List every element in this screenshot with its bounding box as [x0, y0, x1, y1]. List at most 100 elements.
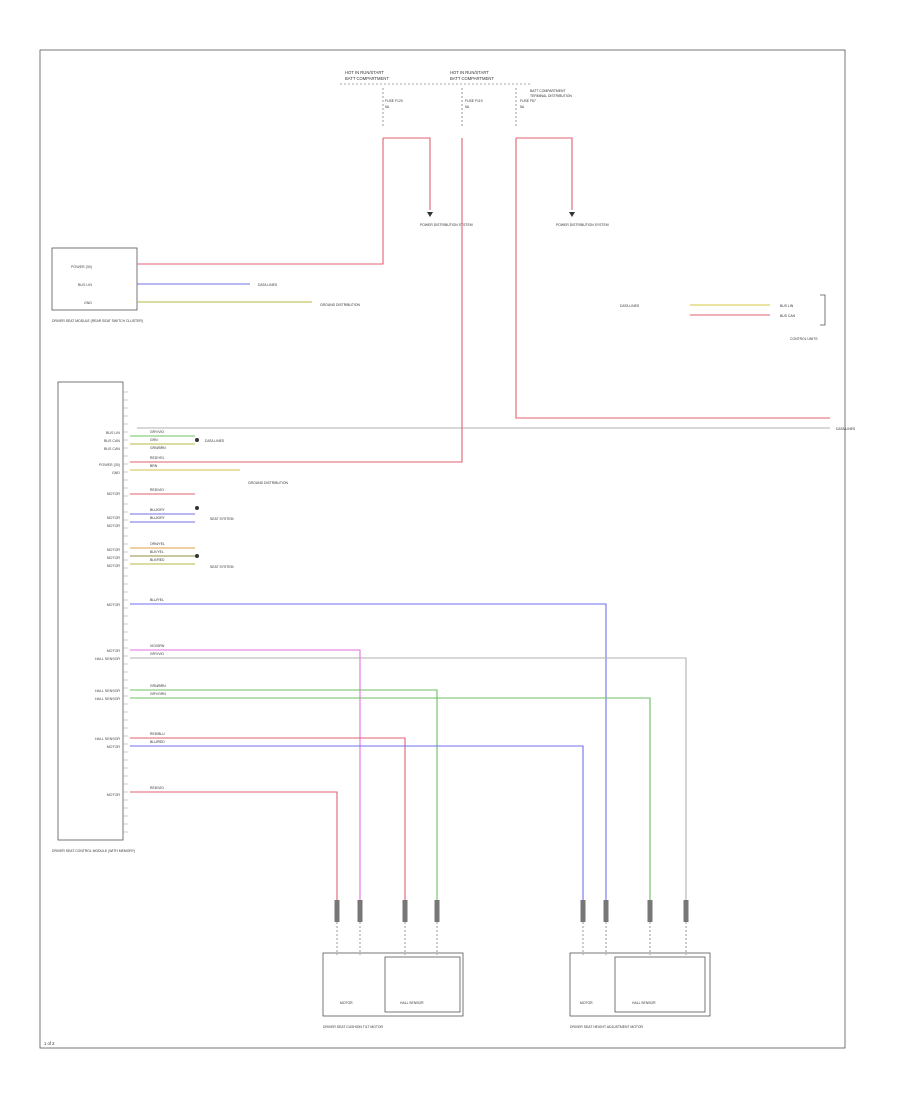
wire-color-label: VIO/GRN	[150, 644, 165, 648]
aux-targets: DATA LINES GROUND DISTRIBUTION SEAT SYST…	[195, 438, 288, 569]
wire-gry-grn	[130, 697, 651, 900]
motor-2-label: MOTOR	[580, 1001, 593, 1005]
aux-target-seat-2: SEAT SYSTEM	[210, 565, 234, 569]
connector-block	[357, 900, 363, 922]
dsm-pin-power: POWER (30)	[71, 265, 92, 269]
motor-assembly-1-title: DRIVER SEAT CUSHION TILT MOTOR	[323, 1025, 383, 1029]
mm-pin-label: MOTOR	[107, 492, 121, 496]
wire-color-label: GRN/BRN	[150, 684, 166, 688]
fuse-1-amps: 5A	[385, 105, 390, 109]
supply-1-line2: BATT COMPARTMENT	[345, 76, 389, 81]
wire-color-label: RED/YEL	[150, 456, 165, 460]
connector-block	[647, 900, 653, 922]
power-dist-1-label: POWER DISTRIBUTION SYSTEM	[420, 223, 473, 227]
power-supply-3: BATT COMPARTMENT TERMINAL DISTRIBUTION	[530, 89, 572, 98]
main-module-pin-numbers	[123, 391, 128, 833]
mm-pin-label: MOTOR	[107, 603, 121, 607]
power-supply-1: HOT IN RUN/START BATT COMPARTMENT	[345, 70, 389, 81]
aux-target-ground: GROUND DISTRIBUTION	[248, 481, 288, 485]
fuse-2-label: FUSE F119	[465, 99, 483, 103]
wire-color-label: BLU/GRY	[150, 508, 166, 512]
mm-pin-label: HALL SENSOR	[95, 737, 120, 741]
supply-1-line1: HOT IN RUN/START	[345, 70, 384, 75]
wire-color-label: GRY/VIO	[150, 652, 164, 656]
arrow-power-dist-2	[569, 212, 575, 217]
connector-dot	[195, 438, 199, 442]
mm-pin-label: BUS CAN	[104, 439, 120, 443]
hall-sensor-2-label: HALL SENSOR	[632, 1001, 656, 1005]
mm-pin-label: POWER (30)	[99, 463, 120, 467]
motor-connectors	[334, 900, 689, 955]
main-module-title: DRIVER SEAT CONTROL MODULE (WITH MEMORY)	[52, 849, 135, 853]
power-supply-2: HOT IN RUN/START BATT COMPARTMENT	[450, 70, 494, 81]
wire-color-label: BLU/YEL	[150, 598, 164, 602]
main-module-wire-colors: GRY/VIO GRN GRN/BRN RED/YEL BRN RED/VIO …	[150, 430, 166, 790]
fuse-3: FUSE F87 5A	[515, 88, 536, 128]
hall-sensor-2-box	[614, 956, 706, 1013]
dsm-pin-lin: BUS LIN	[78, 283, 92, 287]
mm-pin-label: MOTOR	[107, 793, 121, 797]
right-pin-lin: BUS LIN	[780, 304, 794, 308]
connector-block	[402, 900, 408, 922]
connector-block	[334, 900, 340, 922]
mm-pin-label: MOTOR	[107, 516, 121, 520]
fuse-1-label: FUSE F120	[385, 99, 403, 103]
mm-pin-label: HALL SENSOR	[95, 689, 120, 693]
fuse-3-branch-wire	[516, 137, 573, 210]
dsm-gnd-target: GROUND DISTRIBUTION	[320, 303, 360, 307]
arrow-power-dist-1	[427, 212, 433, 217]
supply-2-line1: HOT IN RUN/START	[450, 70, 489, 75]
wire-color-label: RED/VIO	[150, 786, 164, 790]
wire-color-label: GRN/BRN	[150, 446, 166, 450]
page-number: 1 of 2	[44, 1041, 55, 1046]
mm-pin-label: GND	[112, 471, 120, 475]
fuse-3-label: FUSE F87	[520, 99, 536, 103]
motor-assembly-2-title: DRIVER SEAT HEIGHT ADJUSTMENT MOTOR	[570, 1025, 644, 1029]
motor-1-box	[322, 952, 464, 1017]
aux-target-data: DATA LINES	[205, 439, 225, 443]
wire-gry-vio	[130, 657, 687, 900]
mm-pin-label: MOTOR	[107, 649, 121, 653]
wire-red-vio-2	[130, 791, 338, 900]
right-dest-label: DATA LINES	[836, 427, 856, 431]
fuse-3-amps: 5A	[520, 105, 525, 109]
aux-target-seat-1: SEAT SYSTEM	[210, 517, 234, 521]
mm-pin-label: HALL SENSOR	[95, 657, 120, 661]
wire-color-label: GRY/GRN	[150, 692, 166, 696]
right-connector-bracket	[820, 294, 826, 326]
wire-color-label: GRN	[150, 438, 158, 442]
mm-pin-label: MOTOR	[107, 524, 121, 528]
wire-grn-brn-2	[130, 689, 438, 900]
mm-pin-label: MOTOR	[107, 564, 121, 568]
wire-color-label: BLU/RED	[150, 740, 165, 744]
right-conn-title: CONTROL UNITS	[790, 337, 818, 341]
power-dist-2-label: POWER DISTRIBUTION SYSTEM	[556, 223, 609, 227]
motor-assembly-1: MOTOR HALL SENSOR DRIVER SEAT CUSHION TI…	[322, 952, 464, 1029]
supply-3-line2: TERMINAL DISTRIBUTION	[530, 94, 572, 98]
wire-color-label: BLK/YEL	[150, 550, 164, 554]
dsm-lin-target: DATA LINES	[258, 283, 278, 287]
connector-dot	[195, 554, 199, 558]
connector-dot	[195, 506, 199, 510]
hall-sensor-1-box	[384, 956, 461, 1013]
right-source-label: DATA LINES	[620, 304, 640, 308]
diagram-frame	[39, 49, 846, 1049]
wire-color-label: RED/BLU	[150, 732, 165, 736]
mm-pin-label: HALL SENSOR	[95, 697, 120, 701]
mm-pin-label: MOTOR	[107, 745, 121, 749]
fuse-1: FUSE F120 5A	[382, 88, 403, 128]
fuse-3-long-wire	[515, 138, 830, 419]
wire-color-label: RED/VIO	[150, 488, 164, 492]
mm-pin-label: MOTOR	[107, 556, 121, 560]
connector-block	[683, 900, 689, 922]
wire-red-blu	[130, 737, 406, 900]
connector-block	[580, 900, 586, 922]
mm-pin-label: BUS CAN	[104, 447, 120, 451]
right-connector: DATA LINES BUS LIN BUS CAN CONTROL UNITS	[620, 294, 826, 341]
right-pin-can: BUS CAN	[780, 314, 796, 318]
wire-vio-grn	[130, 649, 361, 900]
motor-2-box	[569, 952, 711, 1017]
driver-seat-module-box	[51, 247, 138, 311]
wire-color-label: BLK/RED	[150, 558, 165, 562]
